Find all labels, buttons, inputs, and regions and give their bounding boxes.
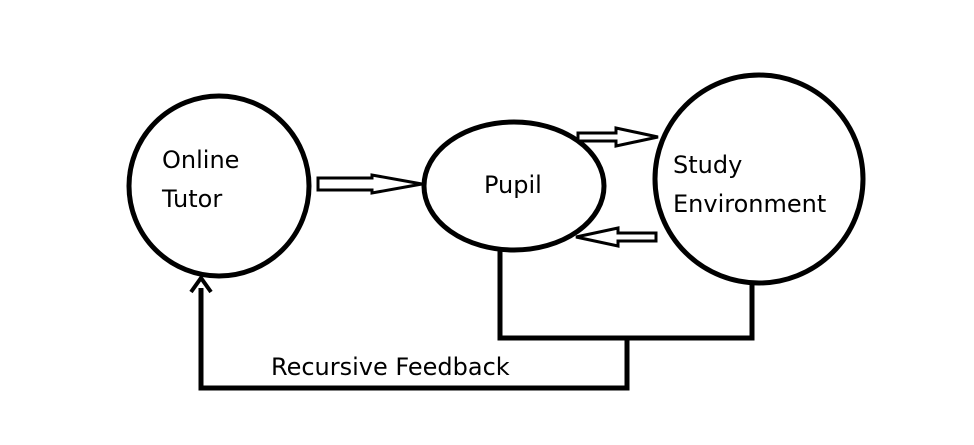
study-environment-label-line2: Environment (673, 190, 826, 218)
recursive-feedback-label: Recursive Feedback (271, 353, 510, 381)
online-tutor-node: Online Tutor (126, 93, 312, 279)
feedback-join-connector (497, 251, 755, 341)
online-tutor-label-line1: Online (162, 146, 239, 174)
online-tutor-label-line2: Tutor (161, 185, 222, 213)
arrow-tutor-to-pupil (316, 173, 423, 195)
study-environment-label-line1: Study (673, 151, 742, 179)
arrow-environment-to-pupil (575, 226, 658, 248)
study-environment-node: Study Environment (652, 72, 866, 286)
feedback-arrowhead (189, 274, 213, 294)
study-environment-circle (652, 72, 866, 286)
arrow-pupil-to-environment (576, 126, 659, 148)
pupil-ellipse (421, 119, 607, 253)
pupil-node: Pupil (421, 119, 607, 253)
recursive-feedback-connector (189, 274, 630, 391)
pupil-label: Pupil (484, 171, 542, 199)
online-tutor-circle (126, 93, 312, 279)
